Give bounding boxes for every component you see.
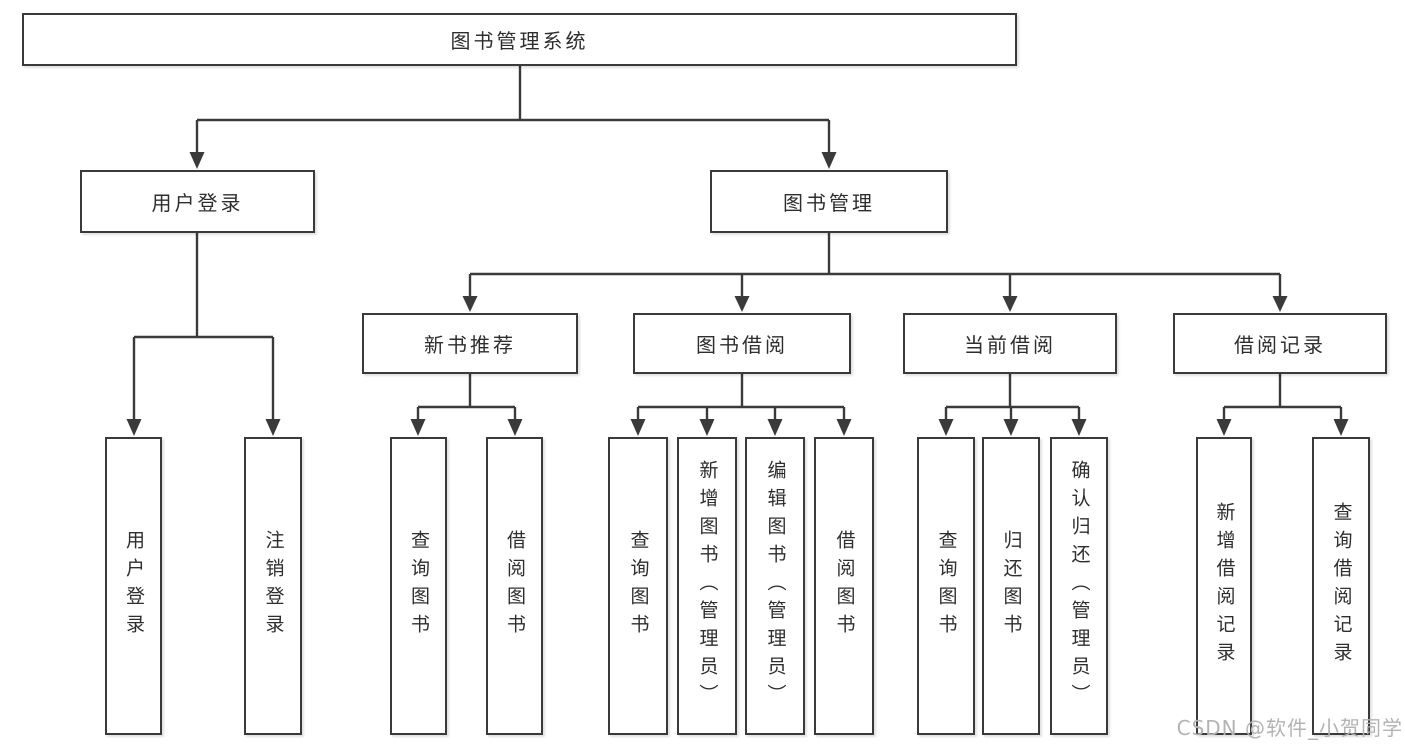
leaf-label: 借阅图书 — [503, 530, 526, 642]
arrowhead-new-book-recommend — [462, 296, 478, 312]
node-label: 新书推荐 — [424, 333, 516, 357]
connector-user-login-fork — [132, 233, 275, 421]
leaf-user-login: 用户登录 — [105, 437, 162, 735]
leaf-borrow-books-1: 借阅图书 — [486, 437, 543, 735]
leaf-query-books-3: 查询图书 — [917, 437, 975, 735]
leaf-borrow-books-2: 借阅图书 — [814, 437, 874, 735]
leaf-query-books-2: 查询图书 — [608, 437, 668, 735]
leaf-label: 查询图书 — [935, 530, 958, 642]
leaf-label: 查询图书 — [627, 530, 650, 642]
arrowhead-add-borrow-record — [1216, 419, 1232, 436]
connector-root-to-level2 — [195, 66, 831, 154]
arrowhead-current-borrow — [1002, 296, 1018, 312]
leaf-label: 归还图书 — [1000, 530, 1023, 642]
arrowhead-return-books — [1003, 419, 1019, 436]
arrowhead-query-books-1 — [410, 419, 426, 436]
csdn-watermark: CSDN @软件_小贺同学 — [1176, 716, 1403, 740]
node-borrow-records: 借阅记录 — [1173, 313, 1387, 374]
leaf-label: 查询借阅记录 — [1330, 502, 1353, 670]
connector-borrow-records-fork — [1222, 374, 1343, 421]
node-label: 图书借阅 — [696, 333, 788, 357]
leaf-label: 注销登录 — [262, 530, 285, 642]
connector-book-management-fork — [468, 233, 1282, 298]
arrowhead-book-borrow — [734, 296, 750, 312]
arrowhead-query-borrow-record — [1333, 419, 1349, 436]
leaf-add-books-admin: 新增图书（管理员） — [677, 437, 737, 735]
leaf-query-borrow-record: 查询借阅记录 — [1312, 437, 1370, 735]
node-label: 图书管理系统 — [450, 29, 589, 53]
node-user-login: 用户登录 — [80, 170, 315, 233]
leaf-logout: 注销登录 — [244, 437, 302, 735]
arrowhead-user-login — [189, 152, 205, 169]
node-book-borrow: 图书借阅 — [633, 313, 851, 374]
leaf-label: 确认归还（管理员） — [1068, 460, 1091, 712]
arrowhead-book-management — [821, 152, 837, 169]
leaf-label: 用户登录 — [122, 530, 145, 642]
leaf-confirm-return-admin: 确认归还（管理员） — [1050, 437, 1108, 735]
node-label: 图书管理 — [783, 191, 875, 215]
node-label: 用户登录 — [151, 191, 244, 215]
node-book-management: 图书管理 — [710, 170, 948, 233]
connector-current-borrow-fork — [944, 374, 1081, 421]
leaf-label: 借阅图书 — [833, 530, 856, 642]
arrowhead-query-books-2 — [630, 419, 646, 436]
leaf-label: 查询图书 — [407, 530, 430, 642]
node-label: 当前借阅 — [964, 333, 1056, 357]
leaf-query-books-1: 查询图书 — [390, 437, 447, 735]
arrowhead-add-books — [699, 419, 715, 436]
node-current-borrow: 当前借阅 — [903, 313, 1117, 374]
node-new-book-recommend: 新书推荐 — [362, 313, 578, 374]
node-label: 借阅记录 — [1234, 333, 1326, 357]
connector-book-borrow-fork — [636, 374, 846, 421]
arrowhead-borrow-records — [1272, 296, 1288, 312]
arrowhead-edit-books — [767, 419, 783, 436]
arrowhead-borrow-books-2 — [836, 419, 852, 436]
connector-new-book-fork — [416, 374, 517, 421]
leaf-return-books: 归还图书 — [982, 437, 1040, 735]
leaf-add-borrow-record: 新增借阅记录 — [1196, 437, 1252, 735]
leaf-label: 编辑图书（管理员） — [764, 460, 787, 712]
arrowhead-query-books-3 — [938, 419, 954, 436]
leaf-label: 新增借阅记录 — [1213, 502, 1236, 670]
arrowhead-leaf-user-login — [126, 419, 142, 436]
leaf-label: 新增图书（管理员） — [696, 460, 719, 712]
node-library-management-system: 图书管理系统 — [22, 13, 1017, 66]
arrowhead-borrow-books-1 — [507, 419, 523, 436]
arrowhead-leaf-logout — [265, 419, 281, 436]
leaf-edit-books-admin: 编辑图书（管理员） — [745, 437, 805, 735]
arrowhead-confirm-return — [1071, 419, 1087, 436]
